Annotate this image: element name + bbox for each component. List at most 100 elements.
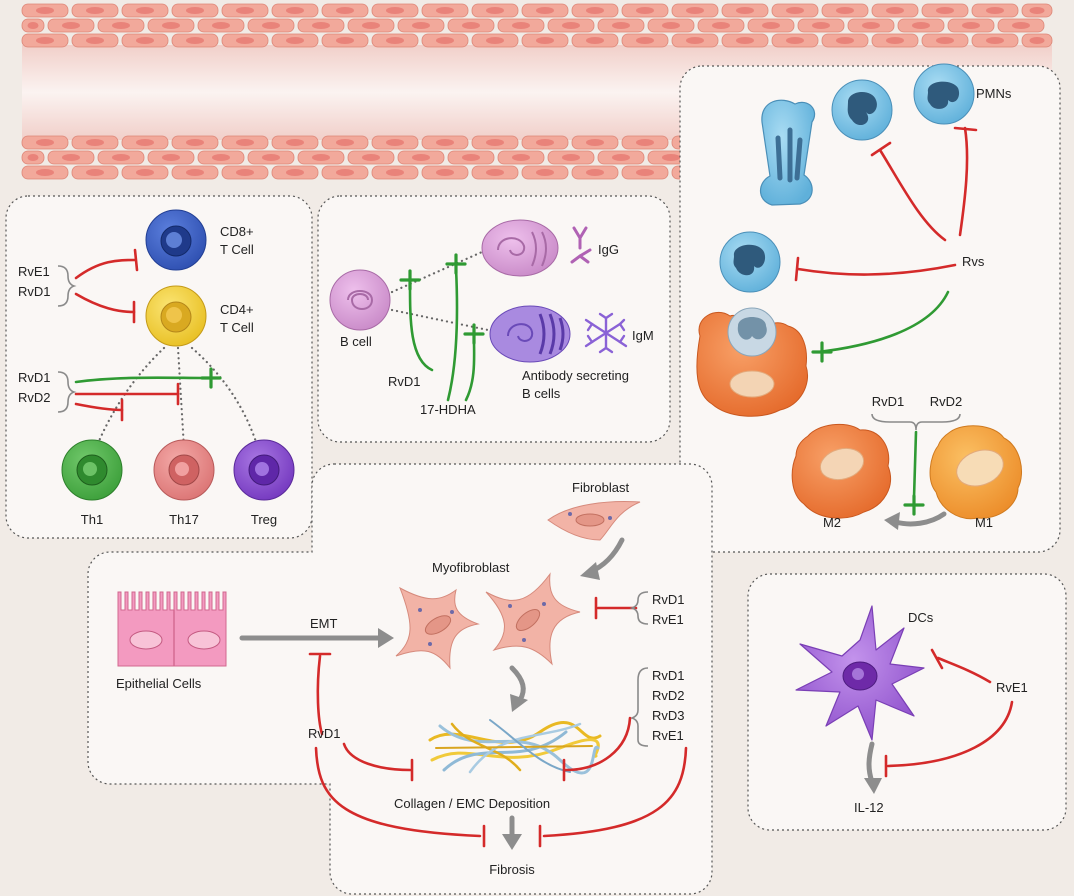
endothelial-nucleus <box>312 154 330 161</box>
endothelial-nucleus <box>936 37 954 44</box>
transmigrating-neutrophil <box>759 99 816 206</box>
endothelial-nucleus <box>212 22 230 29</box>
neutrophil-top-right <box>913 63 975 125</box>
endothelial-nucleus <box>636 7 654 14</box>
endothelial-nucleus <box>86 7 104 14</box>
endothelial-nucleus <box>136 139 154 146</box>
igm-label: IgM <box>632 328 654 343</box>
endothelial-nucleus <box>162 22 180 29</box>
m-green-line <box>912 430 918 500</box>
igm-antibody-icon <box>584 312 628 354</box>
endothelial-nucleus <box>86 139 104 146</box>
emt-label: EMT <box>310 616 338 631</box>
endothelial-nucleus <box>762 22 780 29</box>
endothelial-nucleus <box>312 22 330 29</box>
endothelial-nucleus <box>636 169 654 176</box>
endothelial-nucleus <box>912 22 930 29</box>
cd4-t-cell <box>145 285 207 347</box>
igg-antibody-icon <box>570 226 592 264</box>
endothelial-nucleus <box>286 7 304 14</box>
endothelial-nucleus <box>386 139 404 146</box>
myo-brace <box>629 591 649 625</box>
cd8-t-cell <box>145 209 207 271</box>
endothelial-nucleus <box>586 7 604 14</box>
myo-rve1-label: RvE1 <box>652 612 684 627</box>
endothelial-nucleus <box>636 139 654 146</box>
macrophage-m1 <box>929 425 1022 520</box>
act-hdha-igg <box>446 266 459 402</box>
col-rve1-label: RvE1 <box>652 728 684 743</box>
inh-collagen-left <box>342 742 412 772</box>
endothelial-nucleus <box>336 37 354 44</box>
endothelial-nucleus <box>962 22 980 29</box>
rvs-inhibition-arrows <box>794 126 978 363</box>
endothelial-nucleus <box>412 22 430 29</box>
endothelial-nucleus <box>436 139 454 146</box>
endothelial-nucleus <box>112 154 130 161</box>
act-rvd1-b <box>408 282 434 372</box>
endothelial-nucleus <box>386 169 404 176</box>
endothelial-nucleus <box>36 37 54 44</box>
epithelial-cells <box>117 591 227 667</box>
dots-treg <box>190 346 260 450</box>
endothelial-nucleus <box>136 169 154 176</box>
endothelial-nucleus <box>686 37 704 44</box>
endothelial-nucleus <box>462 154 480 161</box>
m2-label: M2 <box>823 515 841 530</box>
col-rvd1-label: RvD1 <box>652 668 685 683</box>
endothelial-nucleus <box>362 154 380 161</box>
fib-rvd1-label: RvD1 <box>308 726 341 741</box>
endothelial-nucleus <box>236 7 254 14</box>
asc-label-line1: Antibody secreting <box>522 368 629 383</box>
treg-cell <box>233 439 295 501</box>
panel-dendritic-cells <box>747 573 1067 831</box>
inh-dc <box>936 656 992 684</box>
endothelial-nucleus <box>112 22 130 29</box>
endothelial-nucleus <box>286 139 304 146</box>
endothelial-nucleus <box>886 7 904 14</box>
endothelial-nucleus <box>27 154 39 161</box>
endothelial-nucleus <box>636 37 654 44</box>
asc-label-line2: B cells <box>522 386 561 401</box>
endothelial-nucleus <box>886 37 904 44</box>
neutrophil-left <box>719 231 781 293</box>
dots-igg <box>390 250 484 294</box>
inh-collagen-right <box>564 716 632 772</box>
th1-label: Th1 <box>81 512 103 527</box>
endothelial-nucleus <box>786 7 804 14</box>
endothelial-nucleus <box>286 169 304 176</box>
th1-cell <box>61 439 123 501</box>
endothelial-nucleus <box>436 7 454 14</box>
endothelial-nucleus <box>262 154 280 161</box>
dc-rve1-label: RvE1 <box>996 680 1028 695</box>
endothelial-nucleus <box>462 22 480 29</box>
endothelial-nucleus <box>1029 37 1045 44</box>
collagen-deposition <box>428 719 602 775</box>
endothelial-nucleus <box>236 169 254 176</box>
fibroblast-label: Fibroblast <box>572 480 629 495</box>
endothelial-nucleus <box>186 139 204 146</box>
endothelial-nucleus <box>836 37 854 44</box>
collagen-brace <box>629 667 649 747</box>
col-rvd2-label: RvD2 <box>652 688 685 703</box>
cd4-label: CD4+ <box>220 302 254 317</box>
endothelial-nucleus <box>562 154 580 161</box>
endothelial-nucleus <box>586 139 604 146</box>
endothelial-nucleus <box>536 37 554 44</box>
panel-fibrosis <box>87 463 713 895</box>
endothelial-nucleus <box>986 7 1004 14</box>
myo-to-collagen-arrow <box>509 665 526 703</box>
endothelial-nucleus <box>27 22 39 29</box>
endothelial-nucleus <box>412 154 430 161</box>
plasma-cell-igg <box>481 219 559 277</box>
m-brace <box>871 413 961 431</box>
endothelial-nucleus <box>686 7 704 14</box>
endothelial-nucleus <box>436 37 454 44</box>
endothelial-nucleus <box>836 7 854 14</box>
endothelial-nucleus <box>486 139 504 146</box>
endothelial-nucleus <box>336 7 354 14</box>
endothelial-nucleus <box>386 7 404 14</box>
endothelial-nucleus <box>662 22 680 29</box>
endothelial-nucleus <box>512 154 530 161</box>
